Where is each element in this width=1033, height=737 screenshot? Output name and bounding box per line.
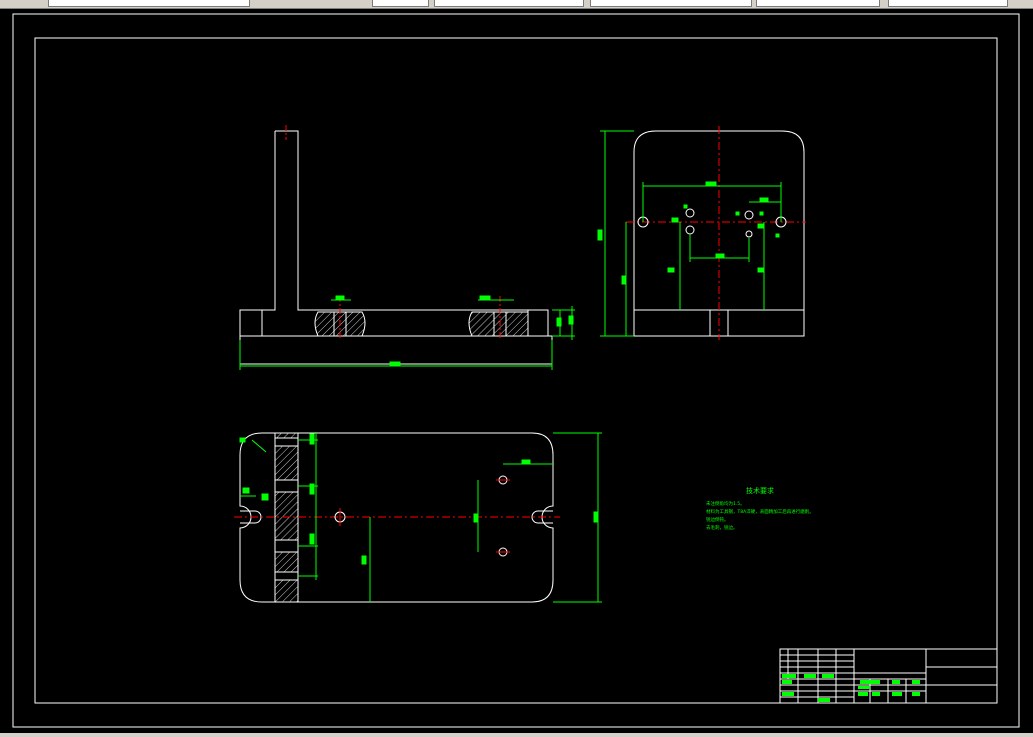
technical-notes: 技术要求 未注倒角均为1.5。 材料为工具钢，T8A淬硬，表面精加工后再进行磨削… — [706, 486, 814, 531]
front-view-hatch-right — [468, 311, 529, 337]
side-view-hole-4 — [745, 230, 753, 238]
top-view — [234, 432, 602, 603]
note-line-3: 锐边倒钝。 — [706, 516, 729, 523]
note-line-4: 去毛刺，锐边。 — [706, 524, 738, 531]
top-view-slot-right — [531, 510, 553, 524]
note-line-2: 材料为工具钢，T8A淬硬，表面精加工后再进行磨削。 — [706, 508, 814, 515]
title-block-text-marks — [782, 674, 920, 702]
side-view-dimensions — [597, 130, 782, 337]
linetype-dropdown[interactable] — [590, 0, 752, 7]
side-view-hole-2 — [744, 210, 754, 220]
toolbar — [0, 0, 1033, 9]
top-view-dimensions — [239, 432, 602, 603]
status-bar — [0, 733, 1033, 737]
style-dropdown[interactable] — [372, 0, 429, 7]
drawing-canvas[interactable]: 技术要求 未注倒角均为1.5。 材料为工具钢，T8A淬硬，表面精加工后再进行磨削… — [0, 9, 1033, 737]
sheet-outer-border — [12, 13, 1020, 728]
cad-drawing[interactable]: 技术要求 未注倒角均为1.5。 材料为工具钢，T8A淬硬，表面精加工后再进行磨削… — [0, 9, 1033, 737]
color-dropdown[interactable] — [434, 0, 584, 7]
front-view — [239, 125, 575, 370]
side-view-hole-3 — [685, 225, 695, 235]
front-view-base-plate — [239, 335, 553, 365]
plotstyle-dropdown[interactable] — [888, 0, 1008, 7]
note-line-1: 未注倒角均为1.5。 — [706, 500, 745, 507]
side-view-hole-1 — [685, 208, 695, 218]
front-view-outline — [239, 130, 549, 337]
side-view — [597, 126, 806, 340]
sheet-inner-border — [34, 37, 998, 704]
side-view-outline — [633, 130, 805, 337]
front-view-dimensions — [239, 295, 575, 370]
top-view-outline — [239, 432, 554, 603]
layer-dropdown[interactable] — [48, 0, 250, 7]
lineweight-dropdown[interactable] — [756, 0, 880, 7]
notes-title: 技术要求 — [746, 486, 774, 495]
